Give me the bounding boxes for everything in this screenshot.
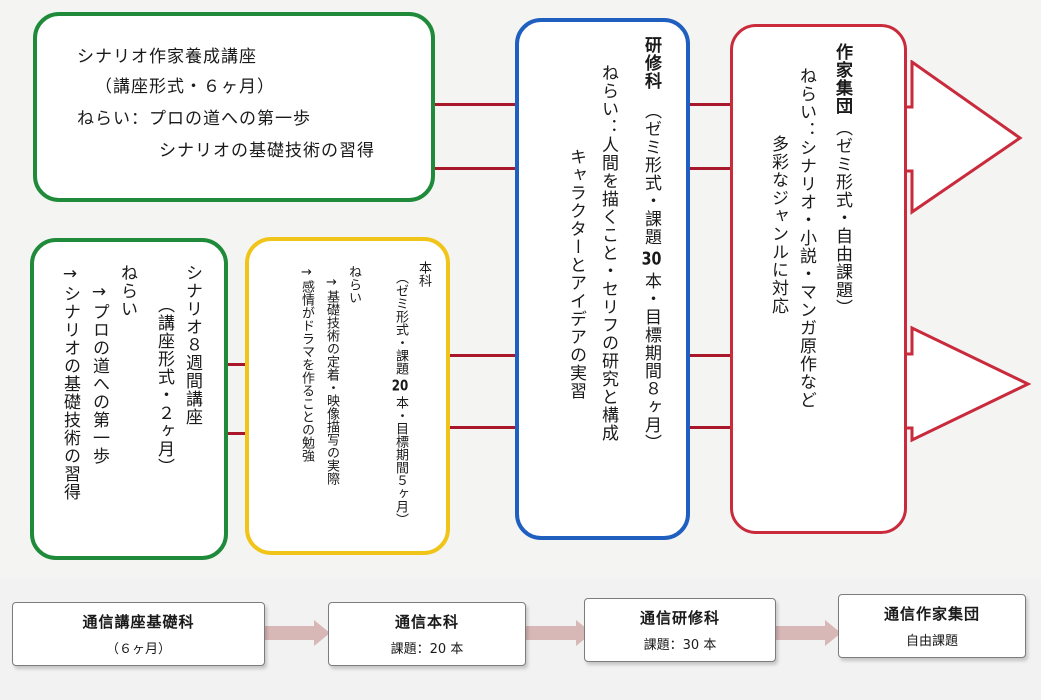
week8-aim-label: ねらい — [117, 264, 137, 318]
flow-box-title: 通信本科 — [394, 613, 459, 631]
week8-format: （講座形式・２ヶ月） — [154, 296, 174, 476]
kenshu-title: 研修科 — [641, 36, 661, 90]
flow-box-title: 通信講座基礎科 — [82, 613, 195, 631]
week8-aim-2: →シナリオの基礎技術の習得 — [60, 264, 80, 501]
kenshu-count: 30 — [641, 250, 662, 268]
honka-format-b: 本・目標期間５ヶ月） — [393, 396, 408, 526]
course-aim: ねらい：プロの道への第一歩 — [77, 109, 311, 129]
connector-line — [226, 432, 256, 435]
course-aim-2: シナリオの基礎技術の習得 — [159, 141, 375, 161]
honka-aim-1: →基礎技術の定着・映像描写の実際 — [324, 275, 339, 485]
honka-format: （ゼミ形式・課題 20 本・目標期間５ヶ月） — [391, 271, 409, 526]
course-box: シナリオ作家養成講座 （講座形式・６ヶ月） ねらい：プロの道への第一歩 シナリオ… — [33, 12, 435, 202]
course-title: シナリオ作家養成講座 — [77, 47, 257, 67]
kenshu-format-b: 本・目標期間８ヶ月） — [641, 272, 661, 452]
flow-arrow — [524, 620, 592, 646]
flow-arrow — [773, 620, 841, 646]
flow-box-subtitle: 課題：20 本 — [390, 642, 464, 657]
kenshu-aim-1: ねらい：人間を描くこと・セリフの研究と構成 — [598, 64, 618, 442]
week8-aim-1: →プロの道への第一歩 — [89, 282, 109, 465]
honka-aim-label: ねらい — [346, 265, 361, 304]
sakka-aim-1: ねらい：シナリオ・小説・マンガ原作など — [796, 67, 816, 409]
flow-box-title: 通信研修科 — [639, 609, 720, 627]
kenshu-aim-2: キャラクターとアイデアの実習 — [566, 148, 586, 400]
week8-title: シナリオ８週間講座 — [182, 264, 202, 426]
sakka-aim-2: 多彩なジャンルに対応 — [768, 135, 788, 315]
flow-box-subtitle: 課題：30 本 — [643, 638, 717, 653]
flow-box-subtitle: （６ヶ月） — [105, 642, 171, 657]
kenshu-format-a: （ゼミ形式・課題 — [641, 102, 661, 246]
kenshu-format: （ゼミ形式・課題 30 本・目標期間８ヶ月） — [641, 102, 662, 452]
sakka-title: 作家集団 — [832, 43, 852, 115]
honka-format-a: （ゼミ形式・課題 — [393, 271, 408, 375]
honka-title: 本科 — [416, 261, 431, 287]
course-format: （講座形式・６ヶ月） — [95, 77, 275, 97]
flow-box-basic: 通信講座基礎科 （６ヶ月） — [12, 602, 265, 666]
flow-box-kenshu: 通信研修科 課題：30 本 — [584, 598, 776, 662]
sakka-format: （ゼミ形式・自由課題） — [832, 119, 852, 317]
flow-arrow — [262, 620, 330, 646]
honka-count: 20 — [391, 378, 409, 393]
flow-box-title: 通信作家集団 — [883, 605, 980, 623]
honka-box: 本科 （ゼミ形式・課題 20 本・目標期間５ヶ月） ねらい →基礎技術の定着・映像描… — [245, 237, 450, 555]
week8-box: シナリオ８週間講座 （講座形式・２ヶ月） ねらい →プロの道への第一歩 →シナリ… — [30, 238, 228, 560]
kenshu-box: 研修科 （ゼミ形式・課題 30 本・目標期間８ヶ月） ねらい：人間を描くこと・セリフ… — [515, 18, 690, 540]
flow-box-honka: 通信本科 課題：20 本 — [328, 602, 526, 666]
flow-box-sakka: 通信作家集団 自由課題 — [838, 594, 1026, 658]
connector-line — [226, 363, 256, 366]
flow-box-subtitle: 自由課題 — [905, 634, 958, 649]
honka-aim-2: →感情がドラマを作ることの勉強 — [299, 265, 314, 462]
sakka-box: 作家集団 （ゼミ形式・自由課題） ねらい：シナリオ・小説・マンガ原作など 多彩な… — [730, 24, 907, 534]
